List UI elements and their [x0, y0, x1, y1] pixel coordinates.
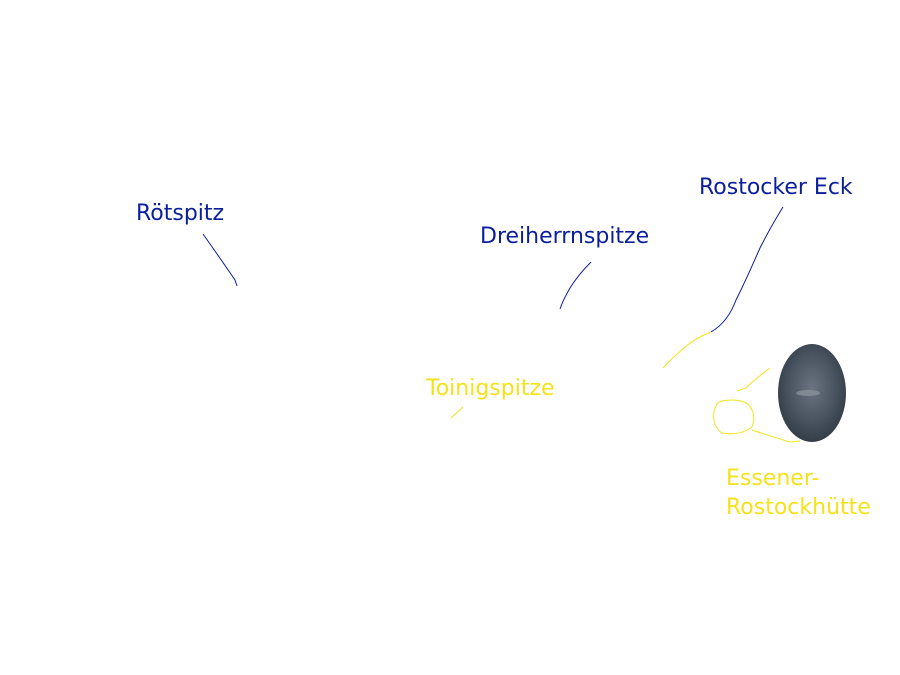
- hut-outline: [713, 399, 755, 435]
- leader-rostocker-eck-yellow: [662, 331, 712, 369]
- leader-essener-upper: [736, 367, 771, 392]
- label-essener-rostockhuette: Essener- Rostockhütte: [726, 465, 896, 522]
- label-toinigspitze: Toinigspitze: [426, 376, 555, 401]
- hut-photo-highlight: [796, 390, 820, 396]
- leader-toinigspitze: [450, 406, 464, 419]
- label-essener-line1: Essener-: [726, 466, 820, 491]
- leader-dreiherrnspitze: [559, 261, 592, 310]
- label-essener-line2: Rostockhütte: [726, 494, 871, 520]
- label-rostocker-eck: Rostocker Eck: [699, 175, 853, 200]
- leader-roetspitz: [202, 233, 238, 287]
- label-roetspitz: Rötspitz: [136, 201, 225, 226]
- label-dreiherrnspitze: Dreiherrnspitze: [480, 224, 650, 249]
- leader-rostocker-eck: [710, 206, 784, 333]
- leader-essener-lower: [751, 429, 801, 443]
